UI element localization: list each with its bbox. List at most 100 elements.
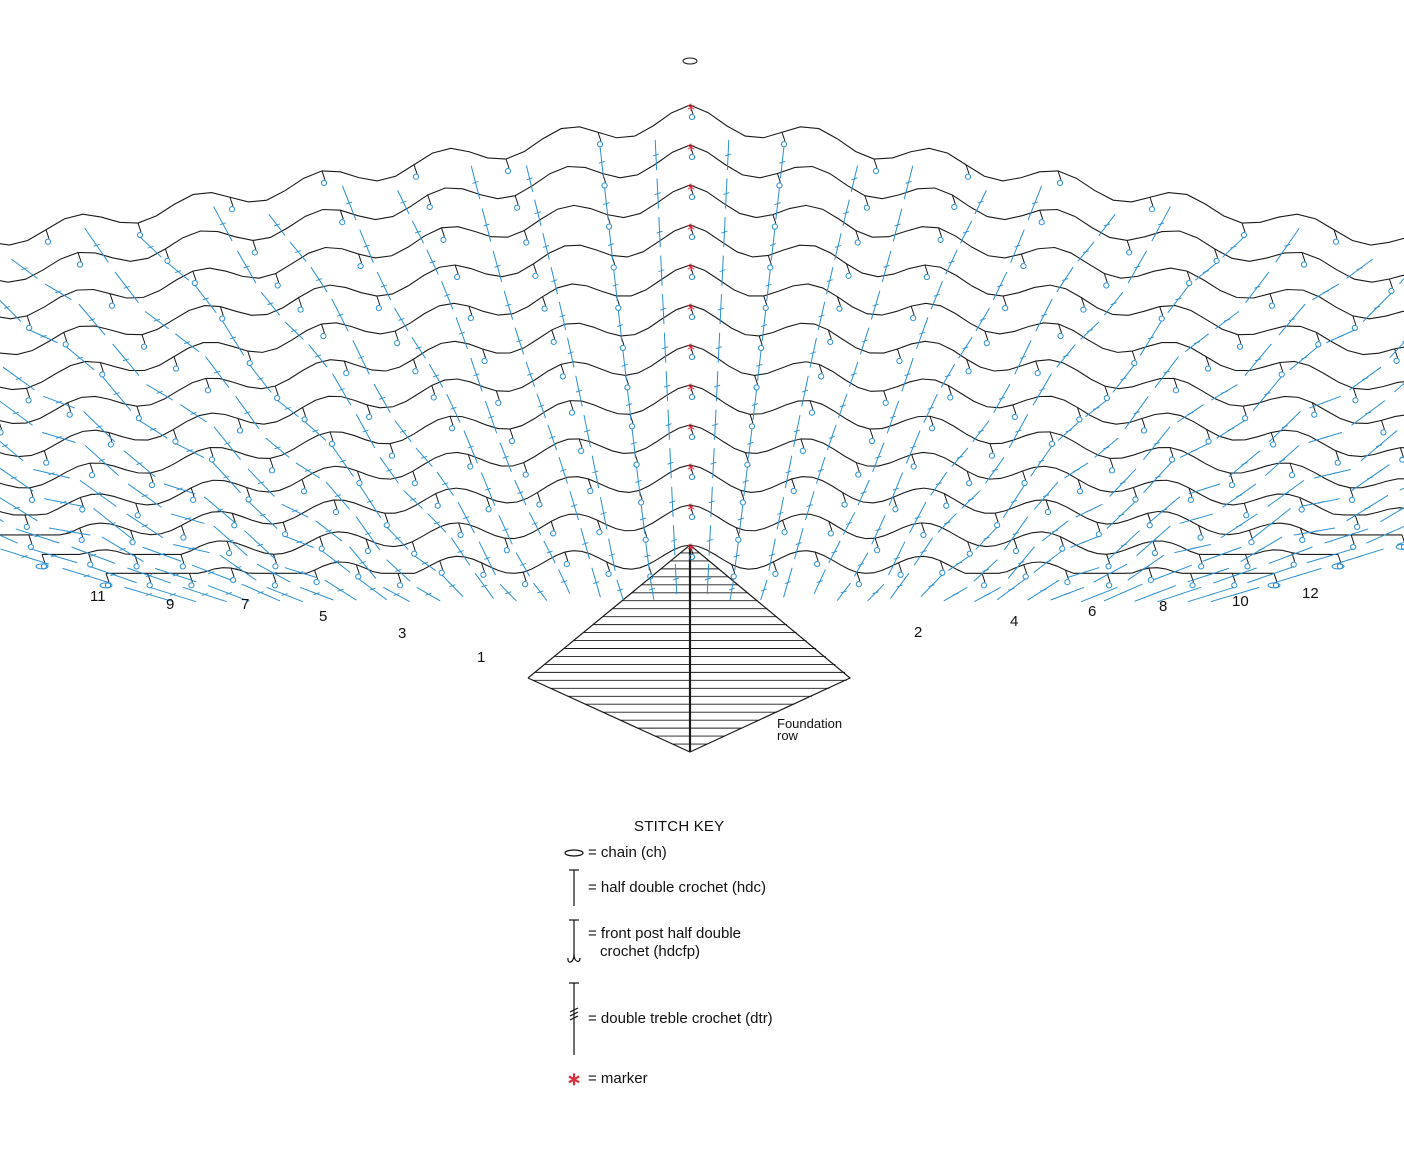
dtr-bar	[584, 429, 591, 433]
marker-stars: ∗∗∗∗∗∗∗∗∗∗∗∗	[682, 57, 698, 554]
hdc-stitch	[911, 454, 916, 464]
hdc-stitch	[1380, 420, 1385, 430]
dtr-bar	[806, 504, 813, 508]
stitch-row-11	[0, 144, 1404, 323]
hdcfp-stitch	[146, 582, 153, 589]
hdc-stitch	[1394, 348, 1399, 359]
hdcfp-stitch	[606, 223, 613, 230]
hdc-stitch	[1335, 450, 1340, 460]
hdc-stitch	[458, 522, 463, 533]
dtr-bar	[977, 429, 984, 433]
dtr-bar	[122, 358, 130, 362]
hdc-stitch	[1333, 229, 1338, 239]
dtr-bar	[449, 584, 456, 588]
dtr-bar	[136, 462, 143, 466]
hdcfp-stitch	[366, 413, 373, 421]
dtr-bar	[1085, 509, 1093, 513]
hdc-stitch	[333, 499, 338, 510]
key-row-dtr: = double treble crochet (dtr)	[560, 981, 920, 1057]
hdc-stitch	[329, 431, 334, 442]
hdcfp-stitch	[947, 394, 954, 401]
hdc-stitch	[1248, 530, 1253, 540]
dtr-bar	[1374, 305, 1381, 309]
dtr-bar	[546, 550, 553, 554]
hdc-stitch	[272, 573, 277, 583]
hdcfp-stitch	[568, 409, 576, 416]
hdcfp-stitch	[1315, 341, 1322, 348]
hdcfp-stitch	[274, 282, 281, 289]
hdc-stitch	[1106, 554, 1111, 564]
dtr-bar	[845, 522, 853, 525]
dtr-bar	[1012, 532, 1020, 536]
dtr-bar	[669, 500, 676, 504]
hdcfp-stitch	[28, 496, 36, 503]
dtr-bar	[630, 441, 637, 445]
chain-stitch	[1331, 563, 1345, 570]
hdcfp-stitch	[0, 429, 4, 436]
dtr-bar	[1356, 267, 1363, 271]
dtr-bar	[635, 479, 642, 483]
hdcfp-stitch	[836, 305, 843, 312]
dtr-bar	[1337, 334, 1344, 338]
dtr-bar	[414, 230, 422, 234]
dtr-bar	[55, 290, 62, 294]
dtr-bar	[1010, 500, 1018, 503]
hdcfp-stitch	[1059, 545, 1066, 552]
dtr-bar	[1236, 524, 1243, 528]
stitch-row-9	[0, 224, 1404, 393]
hdcfp-stitch	[688, 233, 696, 241]
hdcfp-stitch	[1187, 496, 1194, 503]
hdc-stitch	[939, 560, 944, 570]
dtr-bar	[1207, 593, 1215, 596]
dtr-bar	[658, 269, 665, 273]
hdcfp-stitch	[541, 305, 548, 312]
hdcfp-stitch	[134, 512, 141, 519]
dtr-bar	[244, 411, 251, 415]
hdcfp-stitch	[485, 506, 492, 513]
hdcfp-stitch	[300, 488, 308, 495]
dtr-bar	[593, 581, 600, 585]
stitch-row-8	[0, 264, 1404, 426]
dtr-bar	[158, 552, 166, 556]
dtr-bar	[362, 429, 369, 433]
hdc-stitch	[800, 438, 805, 449]
hdcfp-stitch	[1290, 561, 1297, 568]
key-label-chain: = chain (ch)	[588, 844, 667, 861]
dtr-bar	[706, 538, 713, 542]
hdc-stitch	[731, 564, 736, 574]
dtr-bar	[1187, 411, 1194, 415]
hdcfp-stitch	[522, 581, 529, 588]
hdcfp-stitch	[827, 338, 834, 346]
hdcfp-stitch	[1076, 488, 1084, 495]
foundation-wedge	[527, 544, 852, 753]
hdcfp-stitch	[523, 239, 530, 246]
hdcfp-stitch	[301, 416, 308, 423]
dtr-bar	[582, 542, 589, 546]
hdcfp-stitch	[495, 399, 502, 406]
dtr-bar	[982, 568, 989, 572]
dtr-stitch	[1366, 525, 1404, 544]
hdcfp-stitch	[364, 547, 372, 555]
dtr-bar	[850, 372, 857, 376]
hdcfp-stitch	[688, 153, 696, 161]
dtr-bar	[561, 580, 568, 583]
row-label-9: 9	[166, 596, 174, 613]
dtr-bar	[626, 403, 633, 407]
dtr-bar	[1118, 513, 1125, 517]
hdc-stitch	[172, 429, 177, 439]
hdcfp-stitch	[1204, 365, 1212, 372]
dtr-bar	[751, 403, 758, 407]
hdcfp-stitch	[892, 506, 899, 513]
dtr-bar	[34, 534, 41, 538]
dtr-bar	[1134, 265, 1141, 269]
dtr-bar	[1254, 285, 1261, 289]
dtr-bar	[559, 314, 566, 318]
dtr-bar	[50, 554, 58, 558]
hdcfp-stitch	[339, 219, 346, 226]
hdc-stitch	[87, 552, 92, 562]
dtr-bar	[768, 553, 776, 557]
dtr-bar	[10, 476, 18, 480]
dtr-bar	[1284, 243, 1291, 247]
dtr-bar	[1015, 429, 1022, 433]
hdc-stitch	[427, 194, 432, 205]
